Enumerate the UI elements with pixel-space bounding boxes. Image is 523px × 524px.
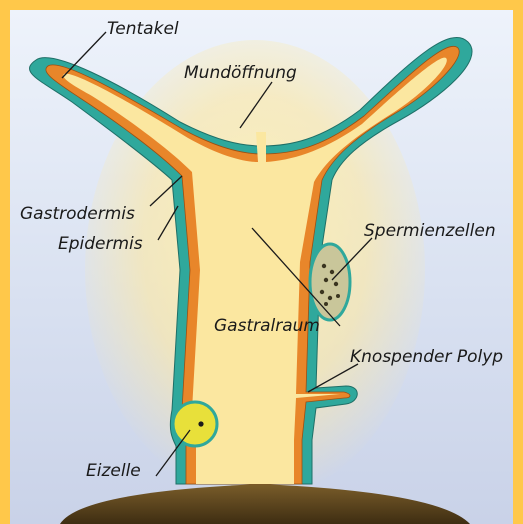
label-knospender-polyp: Knospender Polyp <box>350 347 503 367</box>
label-mundoeffnung: Mundöffnung <box>184 63 297 83</box>
label-spermienzellen: Spermienzellen <box>364 221 496 241</box>
egg-nucleus <box>198 421 203 426</box>
substrate <box>60 484 470 524</box>
label-gastralraum: Gastralraum <box>214 316 320 336</box>
label-tentakel: Tentakel <box>107 19 179 39</box>
label-gastrodermis: Gastrodermis <box>20 204 135 224</box>
egg-cell <box>173 402 217 446</box>
label-eizelle: Eizelle <box>86 461 141 481</box>
sperm-cell-bulge <box>310 244 350 320</box>
label-epidermis: Epidermis <box>58 234 143 254</box>
